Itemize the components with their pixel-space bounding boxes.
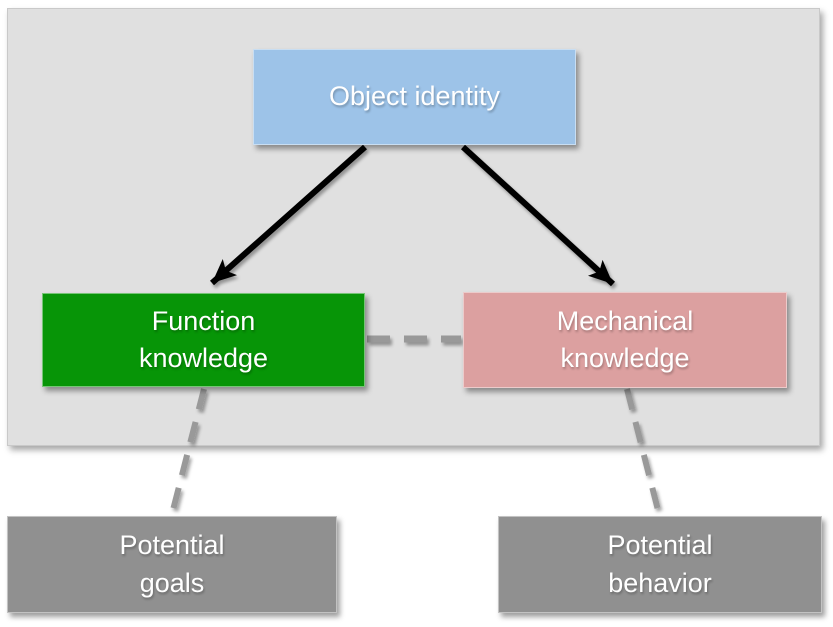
node-potential-goals: Potential goals	[7, 516, 337, 613]
node-potential-behavior: Potential behavior	[498, 516, 822, 613]
node-mechanical-knowledge: Mechanical knowledge	[463, 292, 787, 388]
node-function-knowledge-label: Function knowledge	[138, 305, 269, 373]
node-potential-behavior-label: Potential behavior	[607, 530, 713, 598]
node-mechanical-knowledge-label: Mechanical knowledge	[556, 305, 694, 373]
node-function-knowledge: Function knowledge	[42, 293, 365, 387]
node-potential-goals-label: Potential goals	[119, 530, 225, 598]
node-object-identity: Object identity	[253, 49, 576, 145]
node-object-identity-label: Object identity	[328, 81, 501, 112]
